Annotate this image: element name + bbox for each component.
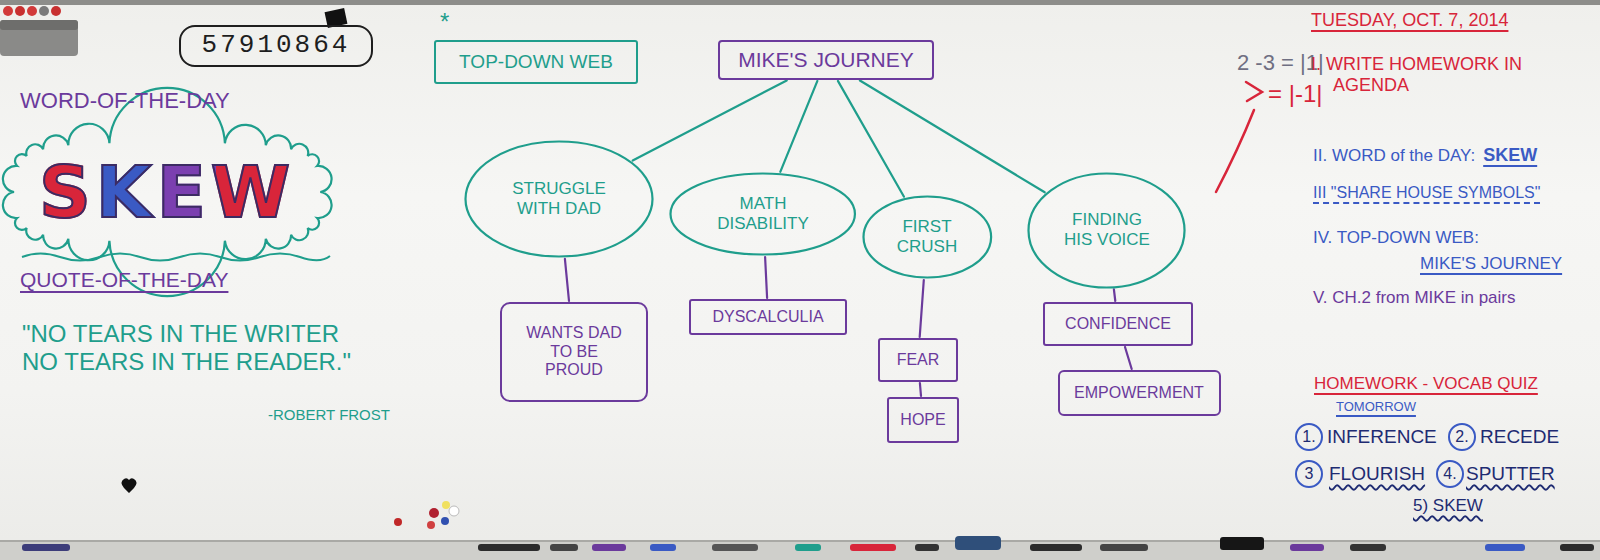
magnet [442, 501, 450, 509]
connector-line [1125, 347, 1132, 369]
connector-line [780, 81, 817, 172]
connector-line [765, 257, 767, 298]
circled-number: 2. [1448, 423, 1476, 451]
magnet [427, 521, 435, 529]
vocab-word: SPUTTER [1466, 463, 1555, 485]
root-box: MIKE'S JOURNEY [718, 40, 934, 80]
magnet [15, 6, 25, 16]
magnet [394, 518, 402, 526]
agenda-item: I. WRITE HOMEWORK IN AGENDA [1311, 54, 1573, 95]
box-text: HOPE [900, 411, 945, 429]
theme-ellipse: STRUGGLE WITH DAD [464, 140, 654, 258]
cloud-outline [3, 88, 332, 296]
agenda-word: SKEW [1483, 145, 1537, 166]
web-title-box: TOP-DOWN WEB [434, 40, 638, 84]
connector-line [565, 259, 569, 301]
magnet [122, 478, 137, 493]
ellipse-outline [1029, 173, 1185, 287]
star-mark: * [440, 8, 449, 36]
magnet [449, 506, 459, 516]
wavy-underline [22, 254, 330, 261]
math-note: = |-1| [1268, 80, 1323, 108]
magnet [51, 6, 61, 16]
marker-tray [0, 541, 1600, 560]
magnet [3, 6, 13, 16]
number-box: 57910864 [179, 25, 373, 67]
connector-line [920, 280, 924, 337]
markers [22, 536, 1594, 551]
vocab-word: 5) SKEW [1413, 496, 1483, 516]
pen-stroke [1216, 110, 1254, 192]
theme-ellipse: FIRST CRUSH [862, 195, 993, 279]
homework-heading: HOMEWORK - VOCAB QUIZ [1314, 374, 1538, 394]
number-text: 3 [1305, 465, 1314, 483]
number-text: 2. [1455, 428, 1468, 446]
agenda-item: MIKE'S JOURNEY [1420, 254, 1562, 274]
circled-number: 3 [1295, 460, 1323, 488]
agenda-item: V. CH.2 from MIKE in pairs [1313, 288, 1516, 308]
box-text: DYSCALCULIA [712, 308, 823, 326]
ellipse-outline [671, 174, 855, 255]
quote-text: "NO TEARS IN THE WRITER NO TEARS IN THE … [22, 320, 367, 375]
theme-ellipse: MATH DISABILITY [669, 172, 856, 256]
detail-box: DYSCALCULIA [689, 299, 847, 335]
box-text: FEAR [897, 351, 940, 369]
box-text: MIKE'S JOURNEY [738, 48, 914, 72]
box-text: CONFIDENCE [1065, 315, 1171, 333]
circled-number: 1. [1295, 423, 1323, 451]
ellipse-text: STRUGGLE WITH DAD [511, 179, 607, 218]
detail-box: HOPE [887, 397, 959, 443]
board-rim [0, 0, 1600, 5]
tray-edge [0, 540, 1600, 542]
connector-line [838, 81, 904, 197]
detail-box: EMPOWERMENT [1058, 370, 1221, 416]
word-of-day-text: SKEW [39, 156, 295, 228]
detail-box: CONFIDENCE [1043, 302, 1193, 346]
theme-ellipse: FINDING HIS VOICE [1027, 172, 1186, 289]
ellipse-outline [863, 197, 991, 278]
number-text: 4. [1443, 465, 1456, 483]
agenda-item: III "SHARE HOUSE SYMBOLS" [1313, 184, 1540, 202]
connector-line [920, 383, 921, 396]
magnet [429, 508, 439, 518]
math-note: 2 -3 = |1| [1237, 50, 1324, 75]
circled-number: 4. [1436, 460, 1464, 488]
magnet [441, 517, 449, 525]
vocab-word: INFERENCE [1327, 426, 1437, 448]
ellipse-text: FIRST CRUSH [887, 217, 967, 256]
vocab-word: FLOURISH [1329, 463, 1425, 485]
section-heading: WORD-OF-THE-DAY [20, 88, 230, 113]
section-heading: QUOTE-OF-THE-DAY [20, 268, 228, 292]
quote-author: -ROBERT FROST [268, 406, 390, 423]
connector-line [633, 81, 787, 161]
connector-line [860, 81, 1045, 193]
ellipse-outline [466, 142, 653, 257]
ellipse-text: MATH DISABILITY [703, 194, 823, 233]
detail-box: WANTS DAD TO BE PROUD [500, 302, 648, 402]
box-text: TOP-DOWN WEB [459, 51, 613, 73]
number-text: 1. [1302, 428, 1315, 446]
arrow-mark [1246, 82, 1262, 101]
box-text: WANTS DAD TO BE PROUD [522, 324, 626, 379]
homework-note: TOMORROW [1336, 400, 1416, 415]
eraser [0, 20, 78, 56]
magnet [39, 6, 49, 16]
agenda-item: IV. TOP-DOWN WEB: [1313, 228, 1479, 248]
agenda-item: II. WORD of the DAY: [1313, 146, 1475, 166]
box-text: EMPOWERMENT [1074, 384, 1204, 402]
magnet [27, 6, 37, 16]
vocab-word: RECEDE [1480, 426, 1559, 448]
number-text: 57910864 [202, 31, 351, 61]
ellipse-text: FINDING HIS VOICE [1057, 210, 1157, 249]
connector-line [1114, 289, 1115, 301]
eraser-felt [0, 20, 78, 30]
date-heading: TUESDAY, OCT. 7, 2014 [1311, 10, 1508, 31]
word-cloud: SKEW [4, 133, 330, 251]
detail-box: FEAR [878, 338, 958, 382]
